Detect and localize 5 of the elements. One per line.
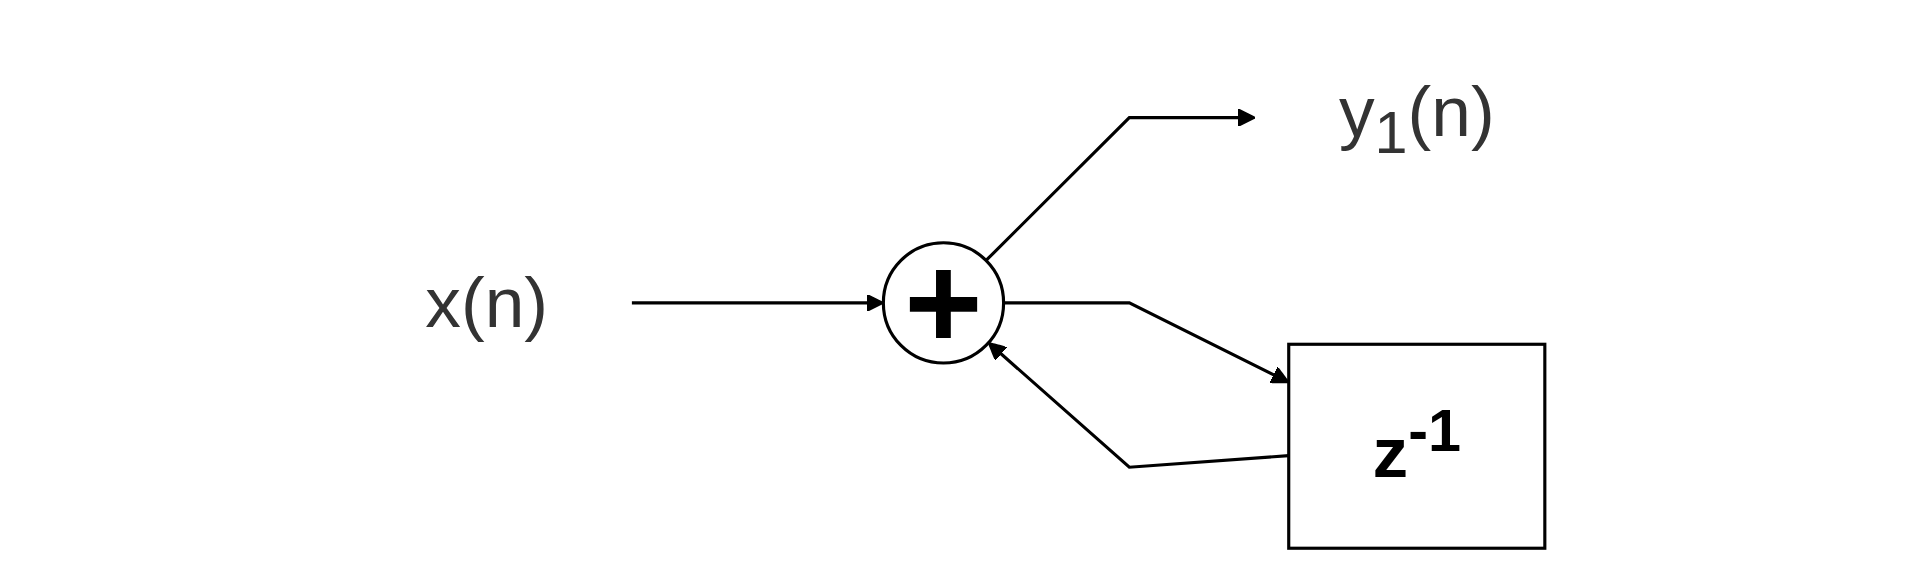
node-circle: + [881,241,1006,365]
node-text: y$_{1}$(n) [1338,71,1495,166]
node-box: z$^{-1}$ [1287,342,1547,550]
arrow [984,108,1256,262]
node-text: x(n) [425,262,549,342]
